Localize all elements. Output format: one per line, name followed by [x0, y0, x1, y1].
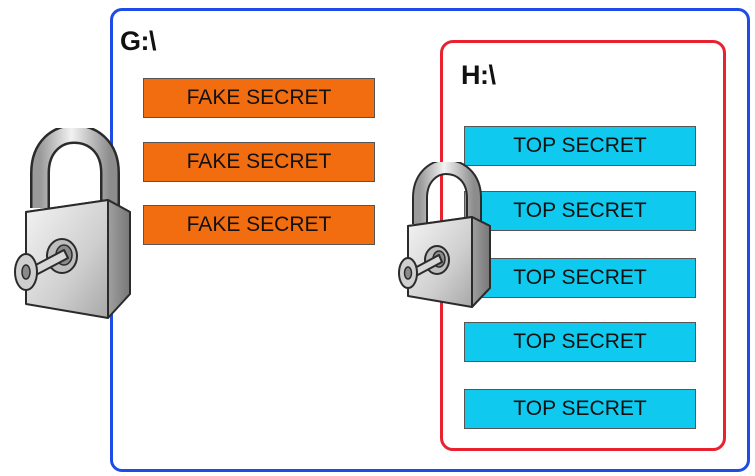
top-secret-box: TOP SECRET	[464, 258, 696, 298]
fake-secret-box: FAKE SECRET	[143, 205, 375, 245]
fake-secret-box: FAKE SECRET	[143, 78, 375, 118]
padlock-with-key-icon	[14, 128, 131, 319]
top-secret-box: TOP SECRET	[464, 322, 696, 362]
top-secret-box: TOP SECRET	[464, 126, 696, 166]
fake-secret-box: FAKE SECRET	[143, 142, 375, 182]
top-secret-box: TOP SECRET	[464, 389, 696, 429]
top-secret-box: TOP SECRET	[464, 191, 696, 231]
hidden-volume-label: H:\	[461, 60, 496, 90]
padlock-with-key-icon	[398, 162, 491, 308]
outer-volume-label: G:\	[120, 26, 157, 56]
